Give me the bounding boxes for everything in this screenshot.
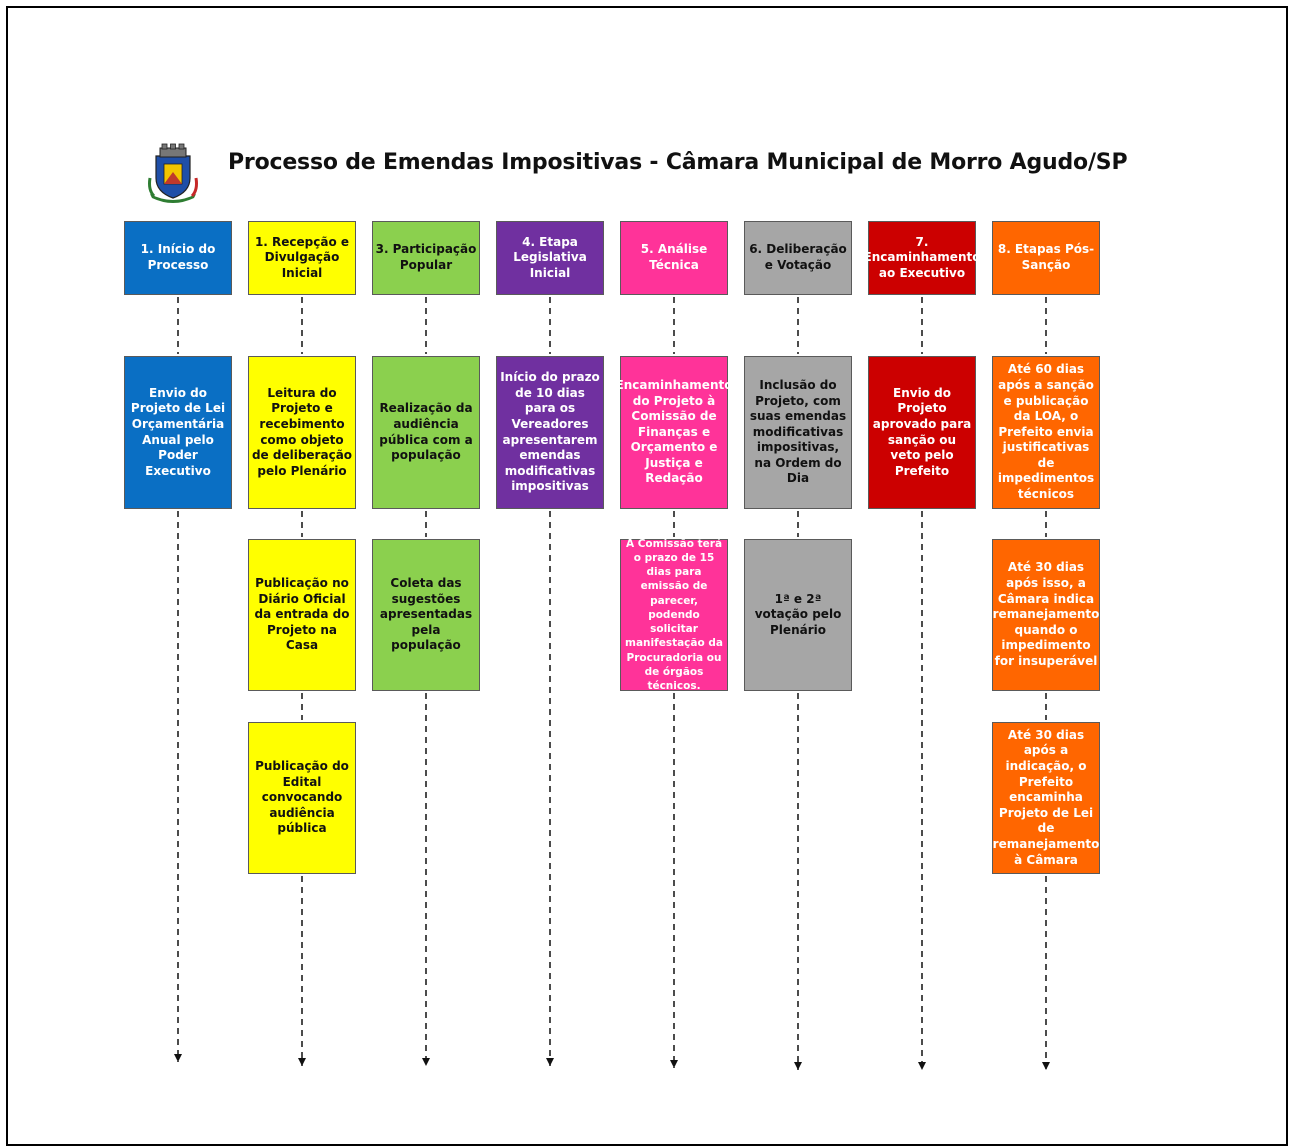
- process-step: Envio do Projeto de Lei Orçamentária Anu…: [124, 356, 232, 509]
- process-step: 1ª e 2ª votação pelo Plenário: [744, 539, 852, 691]
- arrowhead-icon: [1042, 1062, 1050, 1070]
- process-step: Até 30 dias após a indicação, o Prefeito…: [992, 722, 1100, 874]
- process-step: A Comissão terá o prazo de 15 dias para …: [620, 538, 728, 692]
- process-step: Até 60 dias após a sanção e publicação d…: [992, 356, 1100, 509]
- page-title: Processo de Emendas Impositivas - Câmara…: [228, 150, 1128, 175]
- arrowhead-icon: [174, 1054, 182, 1062]
- stage-header: 7. Encaminhamento ao Executivo: [864, 221, 980, 295]
- process-step: Envio do Projeto aprovado para sanção ou…: [868, 356, 976, 509]
- process-step: Coleta das sugestões apresentadas pela p…: [372, 539, 480, 691]
- stage-header: 8. Etapas Pós-Sanção: [992, 221, 1100, 295]
- process-step: Leitura do Projeto e recebimento como ob…: [248, 356, 356, 509]
- stage-header: 6. Deliberação e Votação: [744, 221, 852, 295]
- arrowhead-icon: [794, 1062, 802, 1070]
- process-step: Inclusão do Projeto, com suas emendas mo…: [744, 356, 852, 509]
- process-step: Publicação do Edital convocando audiênci…: [248, 722, 356, 874]
- page-frame: [6, 6, 1288, 1146]
- stage-header: 1. Início do Processo: [124, 221, 232, 295]
- stage-header: 4. Etapa Legislativa Inicial: [496, 221, 604, 295]
- stage-header: 5. Análise Técnica: [620, 221, 728, 295]
- stage-header: 3. Participação Popular: [372, 221, 480, 295]
- stage-header: 1. Recepção e Divulgação Inicial: [248, 221, 356, 295]
- arrowhead-icon: [422, 1058, 430, 1066]
- arrowhead-icon: [298, 1058, 306, 1066]
- process-step: Início do prazo de 10 dias para os Verea…: [496, 356, 604, 509]
- process-step: Até 30 dias após isso, a Câmara indica r…: [992, 539, 1100, 691]
- process-step: Encaminhamento do Projeto à Comissão de …: [616, 356, 732, 509]
- process-step: Realização da audiência pública com a po…: [372, 356, 480, 509]
- arrowhead-icon: [546, 1058, 554, 1066]
- arrowhead-icon: [918, 1062, 926, 1070]
- process-step: Publicação no Diário Oficial da entrada …: [248, 539, 356, 691]
- arrowhead-icon: [670, 1060, 678, 1068]
- municipal-coat-of-arms-icon: [148, 143, 198, 203]
